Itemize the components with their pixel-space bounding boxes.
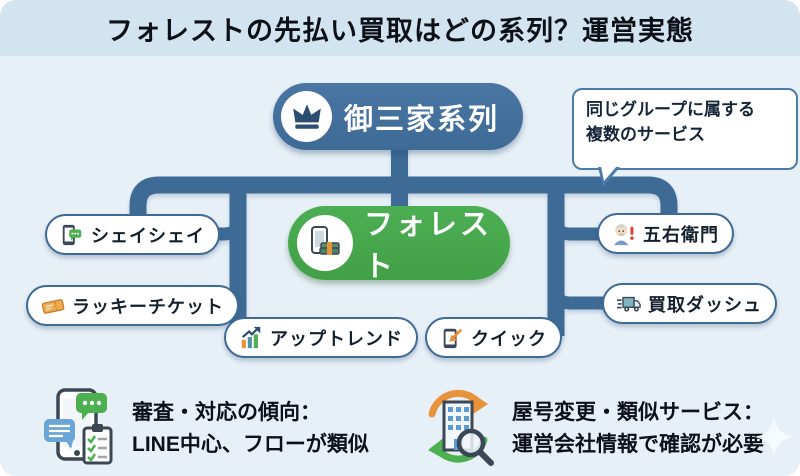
node-goemon: 五右衛門: [597, 213, 734, 254]
building-rename-search-icon: [418, 386, 498, 471]
truck-icon: [617, 292, 641, 316]
node-label: 御三家系列: [344, 103, 500, 136]
phone-chat-icon: [60, 223, 84, 247]
smartphone-cash-icon: [297, 215, 353, 271]
connector-branch-goemon: [549, 219, 602, 241]
phone-chats-clipboard-icon: [42, 386, 118, 471]
footer-left-line-2: LINE中心、フローが類似: [132, 432, 369, 456]
node-label: 買取ダッシュ: [648, 294, 762, 315]
sparkle-icon: [753, 416, 795, 463]
footer-note-screening: 審査・対応の傾向： LINE中心、フローが類似: [42, 386, 369, 471]
node-gosanke-series: 御三家系列: [273, 83, 523, 150]
ticket-icon: [41, 294, 65, 318]
node-lucky-ticket: ラッキーチケット: [26, 285, 239, 326]
node-label: 五右衛門: [643, 224, 719, 245]
connector-main-bar: [129, 176, 678, 221]
footer-note-text: 審査・対応の傾向： LINE中心、フローが類似: [132, 397, 369, 460]
node-forest: フォレスト: [288, 206, 510, 283]
node-quick: クイック: [425, 317, 562, 358]
page-title: フォレストの先払い買取はどの系列？運営実態: [106, 15, 694, 46]
footer-right-line-2: 運営会社情報で確認が必要: [512, 432, 764, 456]
node-uptrend: アップトレンド: [224, 317, 418, 358]
header-bar: フォレストの先払い買取はどの系列？運営実態: [0, 0, 800, 56]
node-label: クイック: [471, 328, 547, 349]
node-sheishei: シェイシェイ: [45, 214, 220, 255]
connector-branch-shei: [206, 219, 245, 241]
node-label: フォレスト: [364, 209, 493, 283]
footer-note-rename: 屋号変更・類似サービス： 運営会社情報で確認が必要: [418, 386, 764, 471]
note-line-2: 複数のサービス: [586, 124, 705, 144]
connector-branch-dash: [549, 288, 614, 310]
node-label: ラッキーチケット: [72, 296, 224, 317]
phone-arrow-icon: [440, 326, 464, 350]
group-note-bubble: 同じグループに属する 複数のサービス: [572, 88, 798, 187]
node-label: シェイシェイ: [91, 225, 205, 246]
footer-note-text: 屋号変更・類似サービス： 運営会社情報で確認が必要: [512, 397, 764, 460]
crown-icon: [281, 91, 332, 142]
note-line-1: 同じグループに属する: [586, 100, 755, 119]
old-man-icon: [612, 222, 636, 246]
chart-up-icon: [239, 326, 263, 350]
footer-left-line-1: 審査・対応の傾向：: [132, 401, 321, 424]
footer-right-line-1: 屋号変更・類似サービス：: [512, 401, 764, 424]
node-kaitori-dash: 買取ダッシュ: [602, 283, 777, 324]
node-label: アップトレンド: [270, 328, 403, 349]
